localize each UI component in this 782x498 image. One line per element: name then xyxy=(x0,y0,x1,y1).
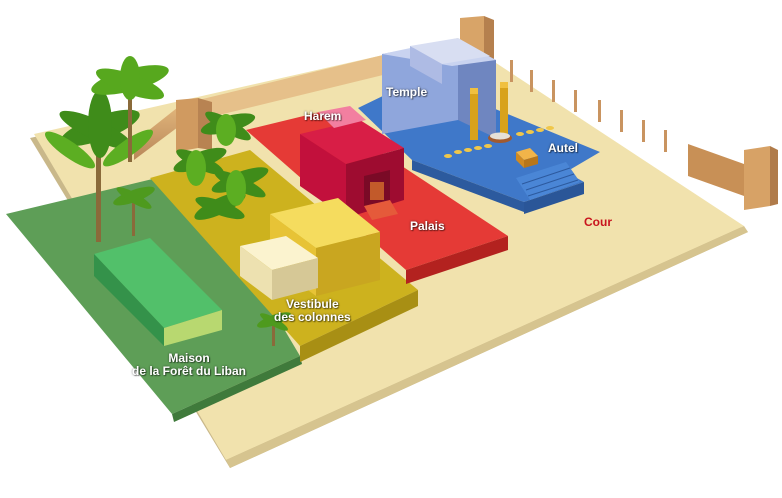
temple-pillars xyxy=(470,82,508,140)
golden-lavers xyxy=(444,126,554,158)
back-wall-left xyxy=(134,46,420,160)
label-vestibule-line1: Vestibule xyxy=(286,297,339,311)
harem-building xyxy=(300,106,404,220)
label-maison: Maison de la Forêt du Liban xyxy=(132,352,246,378)
label-maison-line1: Maison xyxy=(168,351,210,365)
palm-trees xyxy=(45,56,292,346)
altar xyxy=(516,148,538,168)
vestibule-building xyxy=(240,198,380,300)
label-maison-line2: de la Forêt du Liban xyxy=(132,364,247,378)
bronze-sea xyxy=(488,132,512,143)
label-vestibule-line2: des colonnes xyxy=(274,310,351,324)
label-cour: Cour xyxy=(584,215,612,229)
label-autel: Autel xyxy=(548,141,578,155)
label-palais: Palais xyxy=(410,219,445,233)
maison-building xyxy=(94,238,222,346)
label-vestibule: Vestibule des colonnes xyxy=(274,298,351,324)
temple-building xyxy=(382,38,496,138)
label-harem: Harem xyxy=(304,109,342,123)
label-temple: Temple xyxy=(386,85,428,99)
